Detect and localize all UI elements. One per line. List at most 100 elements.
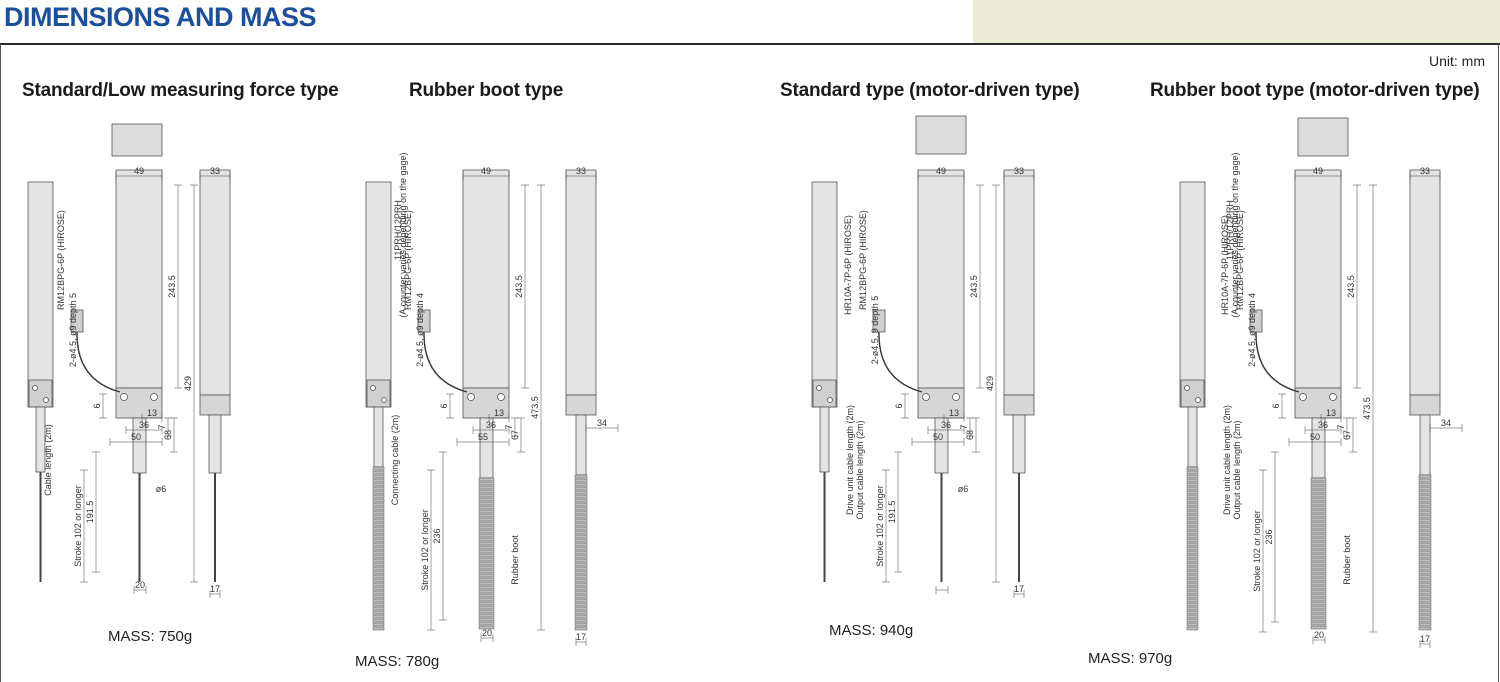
side-view-rubber-boot-ring — [574, 594, 588, 599]
side-view-rubber-boot-ring — [1418, 602, 1432, 607]
left-view-rubber-boot-ring — [372, 598, 385, 603]
left-view-rubber-boot-ring — [1186, 594, 1199, 599]
dim-d3-label: 7 — [157, 424, 167, 429]
front-view-rubber-boot-ring — [478, 497, 495, 502]
side-view-rubber-boot-ring — [1418, 514, 1432, 519]
left-view-rubber-boot-ring — [372, 618, 385, 623]
front-view-rubber-boot-ring — [478, 613, 495, 618]
display-unit — [111, 123, 163, 157]
left-view-rubber-boot-ring — [372, 550, 385, 555]
left-view-screw — [827, 397, 833, 403]
left-view-rubber-boot-ring — [1186, 466, 1199, 471]
front-view-body — [462, 169, 510, 389]
side-view-rubber-boot-ring — [1418, 526, 1432, 531]
left-view-rubber-boot-ring — [1186, 518, 1199, 523]
side-view-rubber-boot-ring — [574, 502, 588, 507]
front-view-rubber-boot-ring — [1310, 593, 1327, 598]
left-view-rubber-boot-ring — [1186, 482, 1199, 487]
left-view-rubber-boot-ring — [1186, 534, 1199, 539]
side-view-rubber-boot-ring — [574, 598, 588, 603]
side-view-rubber-boot-ring — [1418, 506, 1432, 511]
side-view-rubber-boot-ring — [1418, 614, 1432, 619]
front-view-rubber-boot-ring — [1310, 513, 1327, 518]
side-view-body — [1409, 169, 1441, 396]
holes-label: 2-ø4.5, ø9 depth 4 — [415, 293, 425, 367]
side-view-rubber-boot-ring — [574, 610, 588, 615]
left-view-body — [811, 181, 838, 408]
side-view-rubber-boot-ring — [1418, 582, 1432, 587]
side-view-base — [1003, 394, 1035, 416]
side-view-rubber-boot-ring — [1418, 542, 1432, 547]
dim-d3-label: 7 — [959, 424, 969, 429]
dim-d3-label: 7 — [504, 424, 514, 429]
side-view-rubber-boot-ring — [1418, 618, 1432, 623]
front-view-rubber-boot-ring — [478, 565, 495, 570]
front-view-rubber-boot-ring — [478, 581, 495, 586]
section-title-rubber-boot: Rubber boot type — [409, 80, 564, 101]
mount-hole-right — [1329, 393, 1337, 401]
dim-d4-label: 36 — [941, 420, 951, 430]
left-view-rubber-boot — [372, 466, 385, 631]
front-view-rubber-boot-ring — [478, 585, 495, 590]
tip-dim-label: 20 — [482, 628, 492, 638]
side-view-rubber-boot-ring — [574, 626, 588, 631]
cable2-label: Output cable length (2m) — [855, 420, 865, 519]
left-view-rubber-boot-ring — [372, 614, 385, 619]
side-view-rubber-boot-ring — [574, 582, 588, 587]
side-depth-dim-label: 34 — [1441, 418, 1451, 428]
dim-d1-label: 6 — [894, 403, 904, 408]
holes-label: 2-ø4.5, ø9 depth 4 — [1247, 293, 1257, 367]
left-view-rubber-boot-ring — [372, 566, 385, 571]
left-view-rubber-boot-ring — [372, 490, 385, 495]
side-view-base — [565, 394, 597, 416]
left-view-rubber-boot-ring — [1186, 526, 1199, 531]
left-view-rubber-boot-ring — [1186, 566, 1199, 571]
left-view-rubber-boot-ring — [372, 538, 385, 543]
front-view-rubber-boot-ring — [478, 505, 495, 510]
left-view-rubber-boot-ring — [1186, 590, 1199, 595]
left-view-rubber-boot-ring — [1186, 530, 1199, 535]
unit-label: Unit: mm — [1429, 53, 1485, 69]
left-view-mount — [1180, 379, 1205, 408]
front-view-body — [1294, 169, 1342, 389]
side-view-rubber-boot-ring — [1418, 570, 1432, 575]
side-view-stem — [575, 414, 587, 476]
side-width-dim-label: 33 — [1420, 166, 1430, 176]
mass-standard: MASS: 750g — [108, 628, 193, 645]
side-view-rubber-boot-ring — [574, 618, 588, 623]
left-view-rubber-boot-ring — [1186, 522, 1199, 527]
cable-line — [76, 331, 121, 393]
front-view-rubber-boot-ring — [478, 573, 495, 578]
front-view-rubber-boot-ring — [1310, 613, 1327, 618]
dim-d7-label: 236 — [432, 528, 442, 543]
dim-d1-label: 6 — [1271, 403, 1281, 408]
side-view-rubber-boot-ring — [1418, 578, 1432, 583]
left-view-rubber-boot-ring — [1186, 598, 1199, 603]
dim-d7-label: 191.5 — [85, 501, 95, 524]
cable-label: Connecting cable (2m) — [390, 415, 400, 506]
front-view-rubber-boot-ring — [1310, 561, 1327, 566]
left-view-rubber-boot-ring — [372, 622, 385, 627]
side-view-rubber-boot-ring — [574, 570, 588, 575]
front-view-rubber-boot-ring — [1310, 617, 1327, 622]
front-view-rubber-boot-ring — [1310, 533, 1327, 538]
mount-hole-left — [1299, 393, 1307, 401]
side-view-rubber-boot-ring — [1418, 610, 1432, 615]
front-width-dim-label: 49 — [481, 166, 491, 176]
body-height-dim-label: 243.5 — [514, 275, 524, 298]
side-view-rubber-boot-ring — [1418, 574, 1432, 579]
side-tip-dim-label: 17 — [210, 584, 220, 594]
left-view-rubber-boot-ring — [372, 482, 385, 487]
left-view-rubber-boot-ring — [1186, 578, 1199, 583]
side-view-rubber-boot-ring — [574, 546, 588, 551]
left-view-rubber-boot-ring — [1186, 618, 1199, 623]
front-view-rubber-boot-ring — [1310, 537, 1327, 542]
left-view-rubber-boot-ring — [372, 542, 385, 547]
side-view-rubber-boot-ring — [1418, 562, 1432, 567]
left-view-rubber-boot-ring — [1186, 494, 1199, 499]
side-view-rubber-boot-ring — [1418, 622, 1432, 627]
front-view-rubber-boot-ring — [478, 509, 495, 514]
dim-d6-label: 68 — [965, 430, 975, 440]
left-view-rubber-boot-ring — [372, 502, 385, 507]
side-view-rubber-boot — [574, 474, 588, 631]
